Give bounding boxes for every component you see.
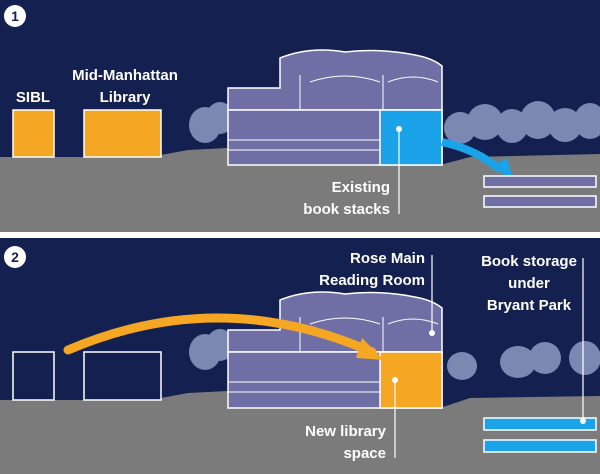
- trees-2: [189, 329, 600, 380]
- mid-manhattan-building-empty: [83, 351, 162, 401]
- existing-stacks-block: [379, 109, 443, 166]
- rose-label-2: Reading Room: [319, 272, 425, 289]
- ground-2: [0, 391, 600, 474]
- storage-shelf-bottom-2: [483, 439, 597, 453]
- existing-label-2: book stacks: [303, 201, 390, 218]
- panel-1-badge: [4, 5, 26, 27]
- mid-manhattan-building: [83, 109, 162, 158]
- new-space-label-2: space: [343, 445, 386, 462]
- panel-1-number: 1: [11, 8, 19, 24]
- main-library-2: [227, 291, 443, 409]
- new-library-space-block: [379, 351, 443, 409]
- storage-label-2: under: [508, 275, 550, 292]
- storage-shelf-bottom-1: [483, 195, 597, 208]
- storage-shelf-top-2: [483, 417, 597, 431]
- rose-label-1: Rose Main: [350, 250, 425, 267]
- mid-manhattan-label-1: Mid-Manhattan: [72, 67, 178, 84]
- ground-1: [0, 148, 600, 232]
- storage-shelf-top-1: [483, 175, 597, 188]
- main-library-1: [227, 49, 443, 166]
- sibl-label: SIBL: [16, 89, 50, 106]
- panel-1: 1 SIBL Mid-Manhattan Library Existing bo…: [0, 0, 600, 232]
- trees-1: [189, 101, 600, 144]
- storage-label-1: Book storage: [481, 253, 577, 270]
- sibl-building-empty: [12, 351, 55, 401]
- new-space-label-1: New library: [305, 423, 387, 440]
- panel-2-badge: [4, 246, 26, 268]
- panel-divider: [0, 232, 600, 238]
- existing-label-1: Existing: [332, 179, 390, 196]
- mid-manhattan-label-2: Library: [100, 89, 152, 106]
- panel-2: 2 Rose Main Reading Room Book storage un…: [0, 238, 600, 474]
- storage-label-3: Bryant Park: [487, 297, 572, 314]
- sibl-building: [12, 109, 55, 158]
- panel-2-number: 2: [11, 249, 19, 265]
- relocation-arrow: [63, 313, 377, 357]
